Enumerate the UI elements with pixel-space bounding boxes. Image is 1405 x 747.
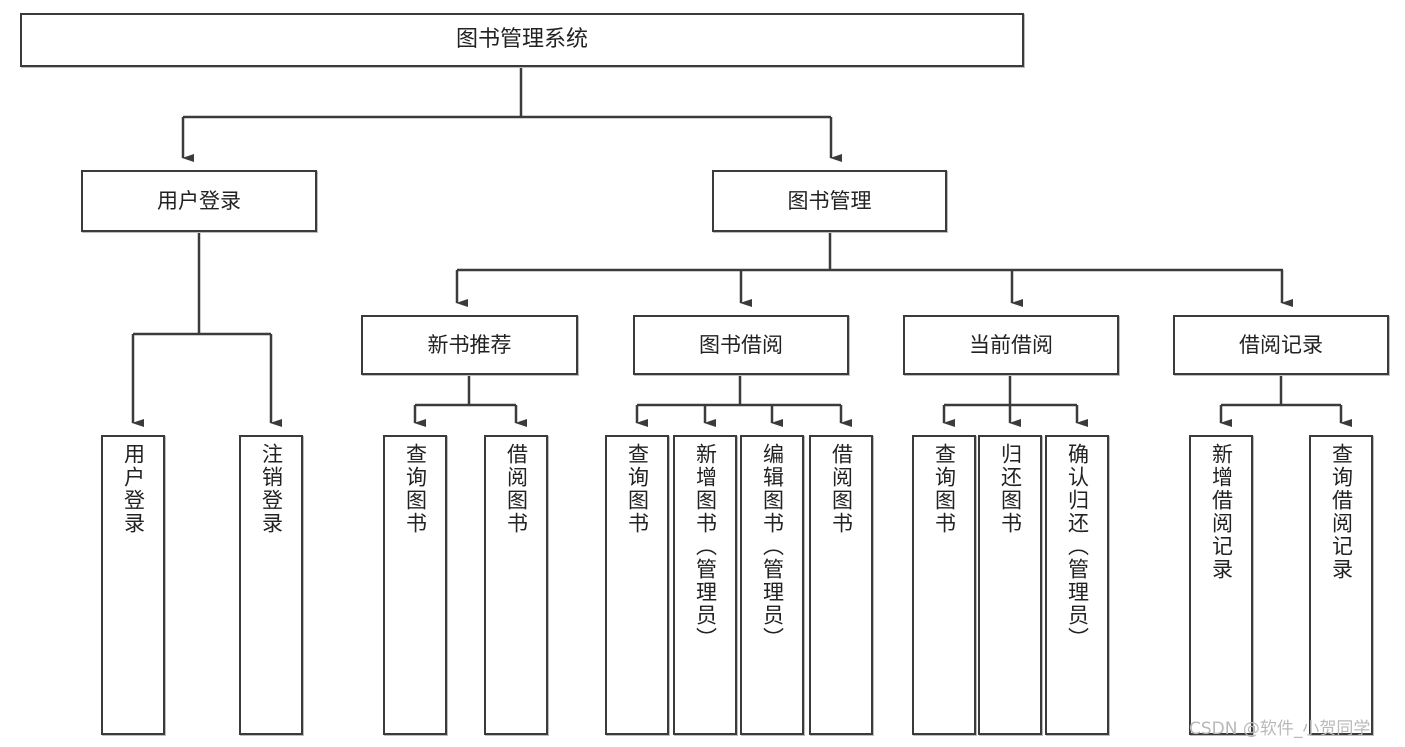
node-label: 确认归还（管理员） [1065, 443, 1090, 650]
node-book-management[interactable]: 图书管理 [712, 170, 947, 232]
leaf-confirm-return-admin[interactable]: 确认归还（管理员） [1045, 435, 1109, 735]
node-label: 新增借阅记录 [1209, 443, 1234, 581]
node-current-borrow[interactable]: 当前借阅 [903, 315, 1119, 375]
node-label: 图书借阅 [699, 332, 783, 357]
node-label: 归还图书 [998, 443, 1023, 535]
leaf-edit-book-admin[interactable]: 编辑图书（管理员） [740, 435, 804, 735]
leaf-user-login[interactable]: 用户登录 [101, 435, 165, 735]
node-label: 借阅图书 [829, 443, 854, 535]
node-label: 查询借阅记录 [1329, 443, 1354, 581]
node-label: 编辑图书（管理员） [760, 443, 785, 650]
node-label: 用户登录 [157, 188, 241, 213]
leaf-return-book[interactable]: 归还图书 [978, 435, 1042, 735]
node-label: 查询图书 [932, 443, 957, 535]
node-root-system[interactable]: 图书管理系统 [20, 13, 1024, 67]
node-label: 图书管理系统 [455, 27, 588, 53]
node-label: 当前借阅 [969, 332, 1053, 357]
node-label: 查询图书 [403, 443, 428, 535]
node-label: 查询图书 [625, 443, 650, 535]
node-book-borrow[interactable]: 图书借阅 [633, 315, 849, 375]
leaf-borrow-book[interactable]: 借阅图书 [809, 435, 873, 735]
node-label: 新增图书（管理员） [693, 443, 718, 650]
node-new-book-recommend[interactable]: 新书推荐 [361, 315, 578, 375]
node-label: 新书推荐 [427, 332, 512, 357]
leaf-add-borrow-record[interactable]: 新增借阅记录 [1189, 435, 1253, 735]
leaf-logout[interactable]: 注销登录 [239, 435, 303, 735]
leaf-query-book-recommend[interactable]: 查询图书 [383, 435, 447, 735]
leaf-borrow-book-recommend[interactable]: 借阅图书 [484, 435, 548, 735]
leaf-query-book-borrow[interactable]: 查询图书 [605, 435, 669, 735]
node-label: 借阅图书 [504, 443, 529, 535]
node-label: 注销登录 [259, 443, 284, 535]
node-label: 用户登录 [121, 443, 146, 535]
leaf-add-book-admin[interactable]: 新增图书（管理员） [673, 435, 737, 735]
node-label: 图书管理 [787, 188, 872, 213]
leaf-query-borrow-record[interactable]: 查询借阅记录 [1309, 435, 1373, 735]
node-user-login[interactable]: 用户登录 [81, 170, 317, 232]
node-label: 借阅记录 [1239, 332, 1323, 357]
node-borrow-records[interactable]: 借阅记录 [1173, 315, 1389, 375]
watermark: CSDN @软件_小贺同学 [1189, 719, 1371, 739]
leaf-query-book-current[interactable]: 查询图书 [912, 435, 976, 735]
